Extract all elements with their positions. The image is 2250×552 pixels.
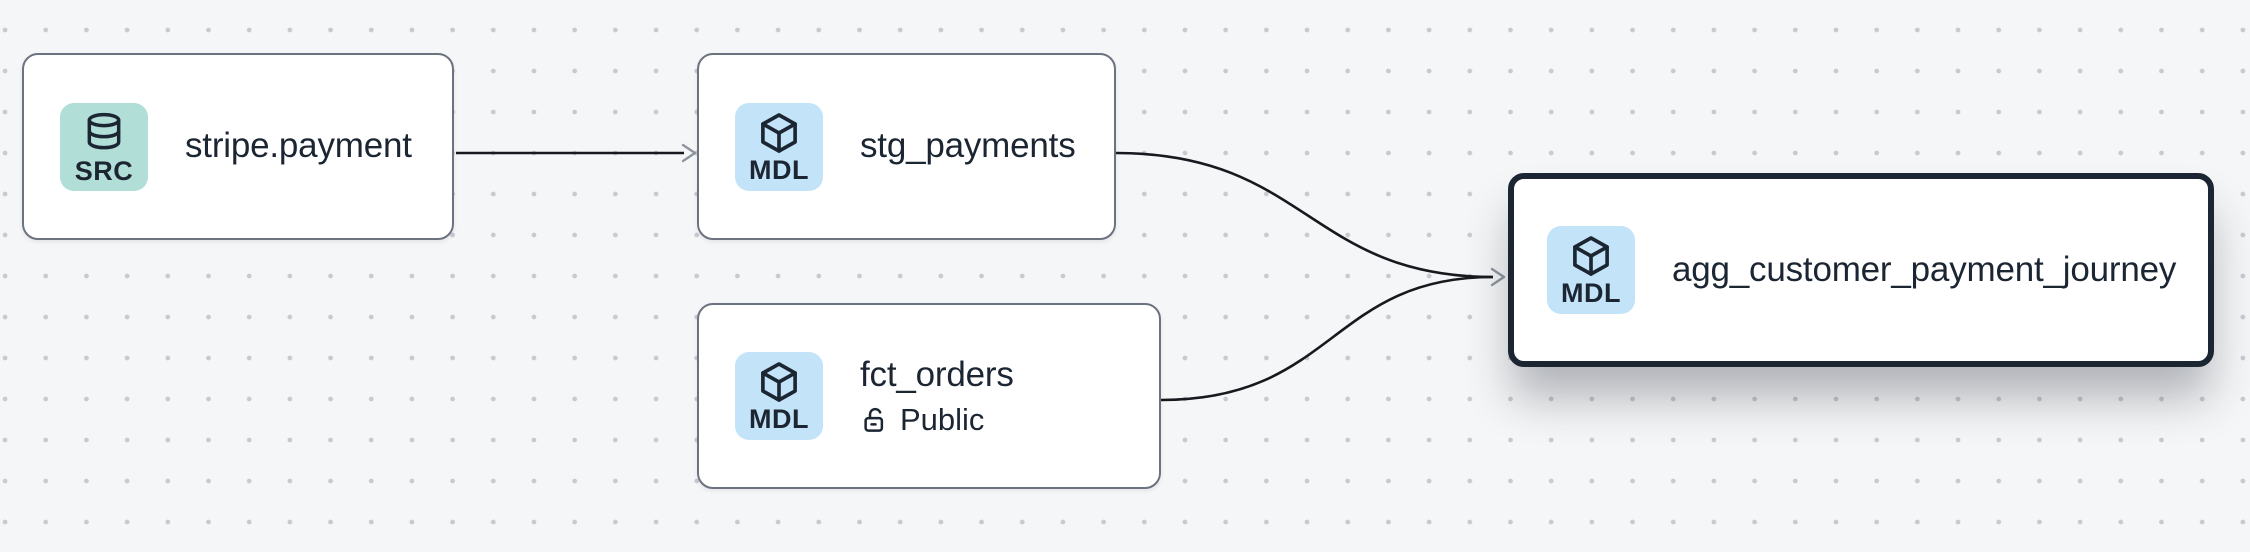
arrowhead-icon [1490, 267, 1506, 287]
access-label: Public [900, 401, 985, 437]
node-title: stripe.payment [185, 126, 412, 166]
cube-icon [1568, 233, 1614, 279]
model-badge: MDL [735, 352, 823, 440]
badge-label: MDL [749, 404, 809, 434]
node-fct-orders[interactable]: MDL fct_orders Public [697, 303, 1161, 489]
cube-icon [756, 359, 802, 405]
node-stg-payments[interactable]: MDL stg_payments [697, 53, 1116, 240]
access-row: Public [860, 401, 1014, 437]
node-agg-customer-payment-journey[interactable]: MDL agg_customer_payment_journey [1508, 173, 2214, 367]
source-badge: SRC [60, 102, 148, 191]
badge-label: SRC [74, 155, 134, 186]
node-title: agg_customer_payment_journey [1672, 249, 2177, 289]
model-badge: MDL [735, 102, 823, 191]
arrowhead-icon [681, 143, 697, 163]
unlock-icon [860, 404, 890, 436]
node-stripe-payment[interactable]: SRC stripe.payment [22, 53, 454, 240]
edge-stg-payments-to-agg[interactable] [1115, 151, 1494, 279]
badge-label: MDL [1561, 278, 1621, 308]
cube-icon [756, 110, 802, 156]
database-icon [82, 109, 126, 157]
node-title: stg_payments [860, 126, 1076, 166]
edge-fct-orders-to-agg[interactable] [1160, 275, 1494, 402]
node-title: fct_orders [860, 355, 1014, 395]
badge-label: MDL [749, 154, 809, 185]
model-badge: MDL [1547, 226, 1635, 314]
